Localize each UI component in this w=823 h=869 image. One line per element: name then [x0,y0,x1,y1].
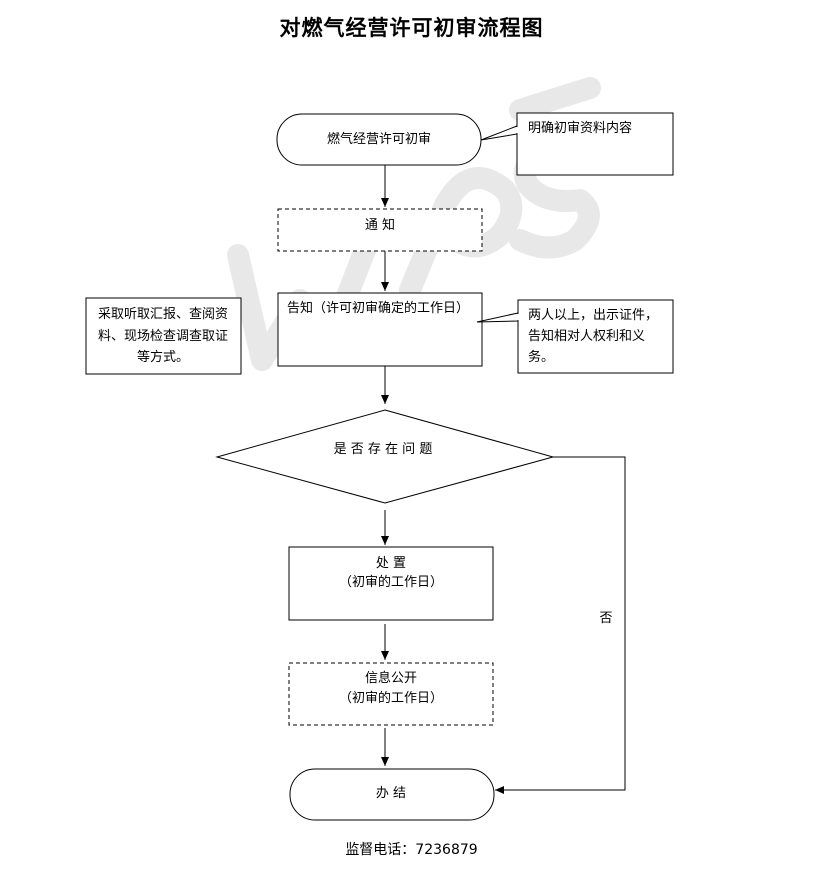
note-persons [517,299,674,374]
page-title: 对燃气经营许可初审流程图 [279,16,544,40]
dispose-node-line1: 处 置 [376,556,406,571]
note-persons-line1: 两人以上，出示证件， [528,308,658,323]
inform-node [277,292,483,367]
note-clarify [516,112,674,176]
edge-no-label: 否 [599,611,612,626]
end-node-label: 办 结 [376,786,406,801]
dispose-node [288,546,494,621]
notify-node [277,208,483,252]
dispose-node-line2: （初审的工作日） [339,574,443,590]
supervision-phone: 监督电话：7236879 [345,842,478,858]
start-node-label: 燃气经营许可初审 [327,131,431,147]
note-persons-line3: 务。 [528,349,554,365]
note-methods [85,297,242,375]
note-methods-line2: 料、现场检查调查取证 [98,329,228,344]
note-persons-line2: 告知相对人权利和义 [528,328,645,344]
edge-decision-end-no [495,456,626,794]
publicity-node-line1: 信息公开 [365,670,417,686]
notify-node-label: 通 知 [365,217,395,233]
note-methods-line1: 采取听取汇报、查阅资 [98,307,228,322]
inform-node-label: 告知（许可初审确定的工作日） [287,300,469,316]
note-methods-line3: 等方式。 [137,349,189,365]
decision-node-label: 是 否 存 在 问 题 [334,442,433,457]
publicity-node [288,662,494,726]
note-clarify-pointer [480,125,518,141]
note-persons-pointer [476,312,519,323]
note-clarify-label: 明确初审资料内容 [528,120,632,136]
publicity-node-line2: （初审的工作日） [339,690,443,706]
decision-node [215,409,555,504]
end-node [289,768,495,821]
